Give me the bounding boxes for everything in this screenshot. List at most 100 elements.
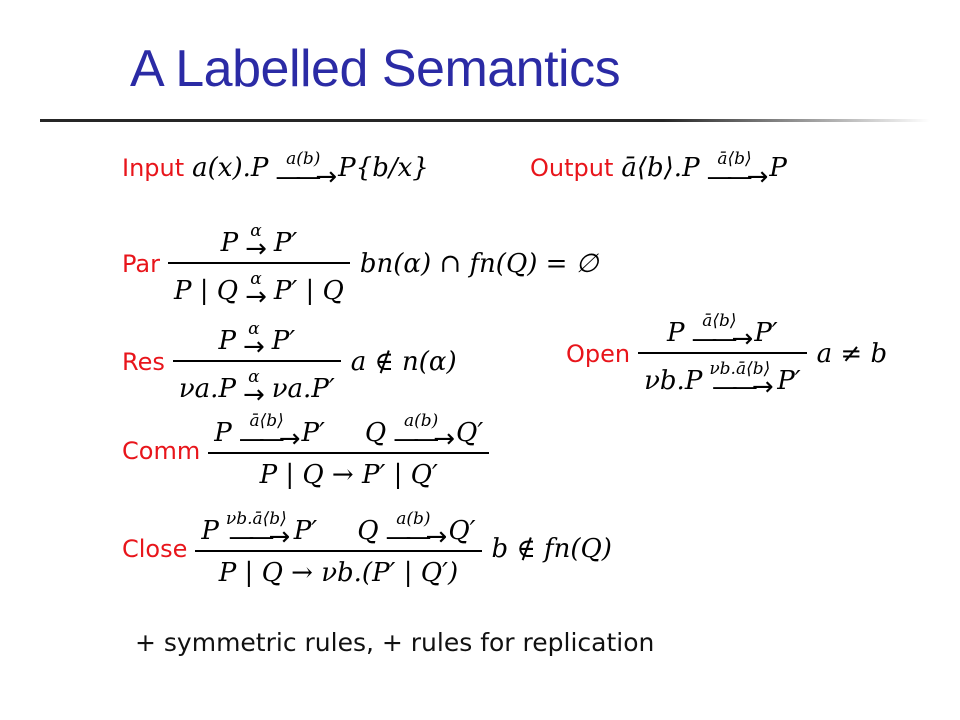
rule-name: Output <box>530 154 614 182</box>
transition-label: a(b) <box>396 509 431 529</box>
process-term: ā⟨b⟩.P <box>621 153 700 183</box>
transition-label: a(b) <box>403 411 439 431</box>
rule-output: Output ā⟨b⟩.P ā⟨b⟩ ——→ P <box>530 149 787 192</box>
process-result: P <box>769 153 787 183</box>
arrow-icon: ——→ <box>275 162 337 192</box>
side-condition: a ≠ b <box>816 338 888 369</box>
transition-label: ā⟨b⟩ <box>717 149 752 169</box>
premise-left: P <box>201 516 219 546</box>
premise-right: P′ <box>293 516 318 546</box>
premise-left: Q <box>357 516 379 546</box>
inference-bar <box>208 452 490 454</box>
arrow-icon: ——→ <box>385 522 448 552</box>
rule-open: Open P ā⟨b⟩ ——→ P′ νb.P νb.ā⟨b⟩ ——→ P′ a… <box>566 311 888 402</box>
transition-arrow: ā⟨b⟩ ——→ <box>691 311 754 354</box>
transition-arrow: ā⟨b⟩ ——→ <box>706 149 769 192</box>
conclusion: P | Q α → P′ | Q <box>168 268 350 310</box>
transition-arrow: a(b) ——→ <box>275 149 337 192</box>
arrow-icon: ——→ <box>393 424 455 454</box>
premise-right: P′ <box>271 326 296 356</box>
conclusion: νb.P νb.ā⟨b⟩ ——→ P′ <box>638 358 807 402</box>
arrow-icon: ——→ <box>228 522 290 552</box>
conclusion-term: P | Q → νb.(P′ | Q′) <box>218 557 459 588</box>
premise: P α → P′ <box>212 320 301 362</box>
conclusion: P | Q → νb.(P′ | Q′) <box>213 558 464 588</box>
arrow-icon: ——→ <box>238 424 301 454</box>
premise: P ā⟨b⟩ ——→ P′ <box>661 311 784 354</box>
premise: P νb.ā⟨b⟩ ——→ P′ Q a(b) ——→ Q′ <box>195 509 481 552</box>
rule-name: Input <box>122 154 185 182</box>
transition-label: νb.ā⟨b⟩ <box>709 358 771 379</box>
process-result: P{b/x} <box>338 153 429 183</box>
rule-name: Close <box>122 534 188 563</box>
conclusion: P | Q → P′ | Q′ <box>254 460 444 490</box>
conclusion-left: νa.P <box>178 373 236 404</box>
transition-label: α <box>250 268 262 289</box>
rule-close: Close P νb.ā⟨b⟩ ——→ P′ Q a(b) ——→ Q′ P |… <box>122 510 612 588</box>
premise-right: P′ <box>301 418 325 448</box>
inference-bar <box>167 262 350 264</box>
inference-fraction: P α → P′ νa.P α → νa.P′ <box>172 320 341 410</box>
transition-arrow: α → <box>242 320 265 362</box>
slide-title: A Labelled Semantics <box>130 40 621 98</box>
footer-note: + symmetric rules, + rules for replicati… <box>135 628 655 657</box>
transition-label: α <box>250 221 262 241</box>
premise-left: P <box>220 228 239 258</box>
rule-par: Par P α → P′ P | Q α → P′ | Q bn(α) ∩ fn… <box>122 221 599 310</box>
transition-arrow: νb.ā⟨b⟩ ——→ <box>225 509 290 552</box>
inference-fraction: P ā⟨b⟩ ——→ P′ Q a(b) ——→ Q′ P | Q → P′ |… <box>208 411 490 490</box>
transition-arrow: a(b) ——→ <box>385 509 448 552</box>
transition-label: a(b) <box>286 149 321 169</box>
conclusion-left: P | Q <box>173 275 239 306</box>
transition-arrow: α → <box>242 366 265 410</box>
conclusion: νa.P α → νa.P′ <box>173 366 341 410</box>
rule-comm: Comm P ā⟨b⟩ ——→ P′ Q a(b) ——→ Q′ P | Q →… <box>122 411 490 490</box>
rule-input: Input a(x).P a(b) ——→ P{b/x} <box>122 149 429 192</box>
transition-label: α <box>248 366 260 387</box>
inference-bar <box>172 360 341 362</box>
conclusion-right: P′ | Q <box>273 275 344 306</box>
premise-left: Q <box>364 418 387 448</box>
side-condition: b ∉ fn(Q) <box>491 533 612 564</box>
rule-name: Open <box>566 339 631 368</box>
title-underline <box>40 119 930 122</box>
arrow-icon: → <box>245 234 267 264</box>
transition-label: νb.ā⟨b⟩ <box>225 509 287 529</box>
transition-label: ā⟨b⟩ <box>249 411 284 431</box>
premise-right: P′ <box>273 228 298 258</box>
side-condition: bn(α) ∩ fn(Q) = ∅ <box>359 248 599 279</box>
inference-bar <box>195 550 482 552</box>
conclusion-right: νa.P′ <box>271 373 335 404</box>
premise-left: P <box>667 318 685 348</box>
transition-label: ā⟨b⟩ <box>702 311 737 331</box>
arrow-icon: ——→ <box>691 324 754 354</box>
process-term: a(x).P <box>192 153 269 183</box>
arrow-icon: → <box>242 332 265 362</box>
conclusion-term: P | Q → P′ | Q′ <box>259 459 438 490</box>
rule-name: Comm <box>122 436 201 465</box>
rule-res: Res P α → P′ νa.P α → νa.P′ a ∉ n(α) <box>122 320 457 410</box>
arrow-icon: ——→ <box>706 162 769 192</box>
inference-fraction: P νb.ā⟨b⟩ ——→ P′ Q a(b) ——→ Q′ P | Q → ν… <box>195 509 482 588</box>
premise-right: Q′ <box>456 418 484 448</box>
inference-fraction: P ā⟨b⟩ ——→ P′ νb.P νb.ā⟨b⟩ ——→ P′ <box>638 311 807 402</box>
transition-arrow: a(b) ——→ <box>393 411 455 454</box>
premise-left: P <box>218 326 236 356</box>
premise-right: P′ <box>754 318 778 348</box>
transition-arrow: α → <box>245 268 267 310</box>
transition-arrow: ā⟨b⟩ ——→ <box>238 411 301 454</box>
transition-arrow: νb.ā⟨b⟩ ——→ <box>709 358 774 402</box>
conclusion-right: P′ <box>777 365 801 396</box>
inference-fraction: P α → P′ P | Q α → P′ | Q <box>167 221 350 310</box>
arrow-icon: ——→ <box>711 371 774 402</box>
premise-right: Q′ <box>448 516 476 546</box>
premise-left: P <box>214 418 232 448</box>
rule-name: Par <box>122 249 160 278</box>
arrow-icon: → <box>242 379 265 410</box>
side-condition: a ∉ n(α) <box>350 346 457 377</box>
transition-arrow: α → <box>245 221 267 264</box>
rule-name: Res <box>122 347 165 376</box>
conclusion-left: νb.P <box>644 365 703 396</box>
inference-bar <box>638 352 807 354</box>
premise: P α → P′ <box>215 221 304 264</box>
